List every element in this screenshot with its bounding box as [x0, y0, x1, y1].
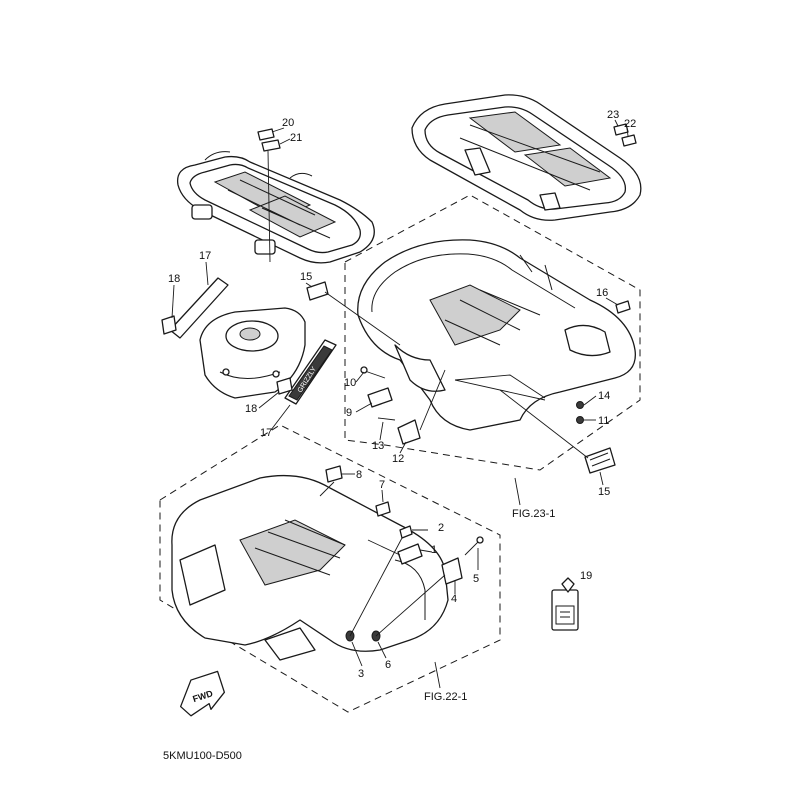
badge-4x4 [584, 447, 616, 474]
callout-5: 5 [473, 573, 479, 585]
callout-16: 16 [596, 287, 608, 299]
rear-carrier-rack [411, 94, 642, 221]
callout-17-lower: 17 [260, 427, 272, 439]
rear-fender-group-outline [344, 194, 641, 471]
callout-3: 3 [358, 668, 364, 680]
bracket-1 [397, 543, 423, 565]
callout-11: 11 [598, 415, 609, 427]
tank-cover [199, 307, 306, 399]
decal-16 [615, 300, 631, 314]
callout-2: 2 [438, 522, 444, 534]
callout-4: 4 [451, 593, 457, 605]
label-19 [551, 577, 579, 631]
callout-22: 22 [624, 118, 636, 130]
figure-ref-front: FIG.22-1 [424, 691, 467, 703]
bracket-12 [397, 419, 421, 445]
callout-23: 23 [607, 109, 619, 121]
callout-14: 14 [598, 390, 610, 402]
callout-19: 19 [580, 570, 592, 582]
screw-2 [399, 525, 413, 539]
front-fender [171, 474, 449, 661]
decal-22 [621, 134, 637, 147]
front-carrier-rack [176, 151, 375, 264]
grommet-14 [576, 401, 584, 409]
callout-7: 7 [379, 479, 385, 491]
callout-1: 1 [431, 544, 437, 556]
decal-23 [613, 123, 629, 136]
decal-7 [375, 501, 391, 517]
decal-20 [257, 128, 275, 141]
callout-21: 21 [290, 132, 302, 144]
bracket-9 [367, 387, 393, 408]
callout-15-lower: 15 [598, 486, 610, 498]
figure-ref-rear: FIG.23-1 [512, 508, 555, 520]
callout-18-lower: 18 [245, 403, 257, 415]
decal-15-upper [306, 281, 329, 301]
callout-17-upper: 17 [199, 250, 211, 262]
callout-13: 13 [372, 440, 384, 452]
bracket-4 [441, 557, 463, 585]
rear-fender [357, 239, 636, 431]
callout-8: 8 [356, 469, 362, 481]
screw-13 [377, 417, 396, 421]
callout-10: 10 [344, 377, 356, 389]
decal-18-lower [276, 377, 293, 395]
callout-6: 6 [385, 659, 391, 671]
decal-8 [325, 465, 343, 483]
grommet-11 [576, 416, 584, 424]
callout-18-upper: 18 [168, 273, 180, 285]
decal-17-upper [169, 277, 229, 339]
fwd-arrow-icon: FWD [179, 670, 226, 717]
decal-18-upper [161, 315, 177, 335]
diagram-code: 5KMU100-D500 [163, 750, 242, 762]
callout-12: 12 [392, 453, 404, 465]
callout-20: 20 [282, 117, 294, 129]
decal-21 [261, 139, 281, 152]
grizzly-side-decal: GRIZZLY [284, 339, 337, 405]
callout-9: 9 [346, 407, 352, 419]
callout-15-upper: 15 [300, 271, 312, 283]
front-fender-group-outline [159, 424, 501, 713]
